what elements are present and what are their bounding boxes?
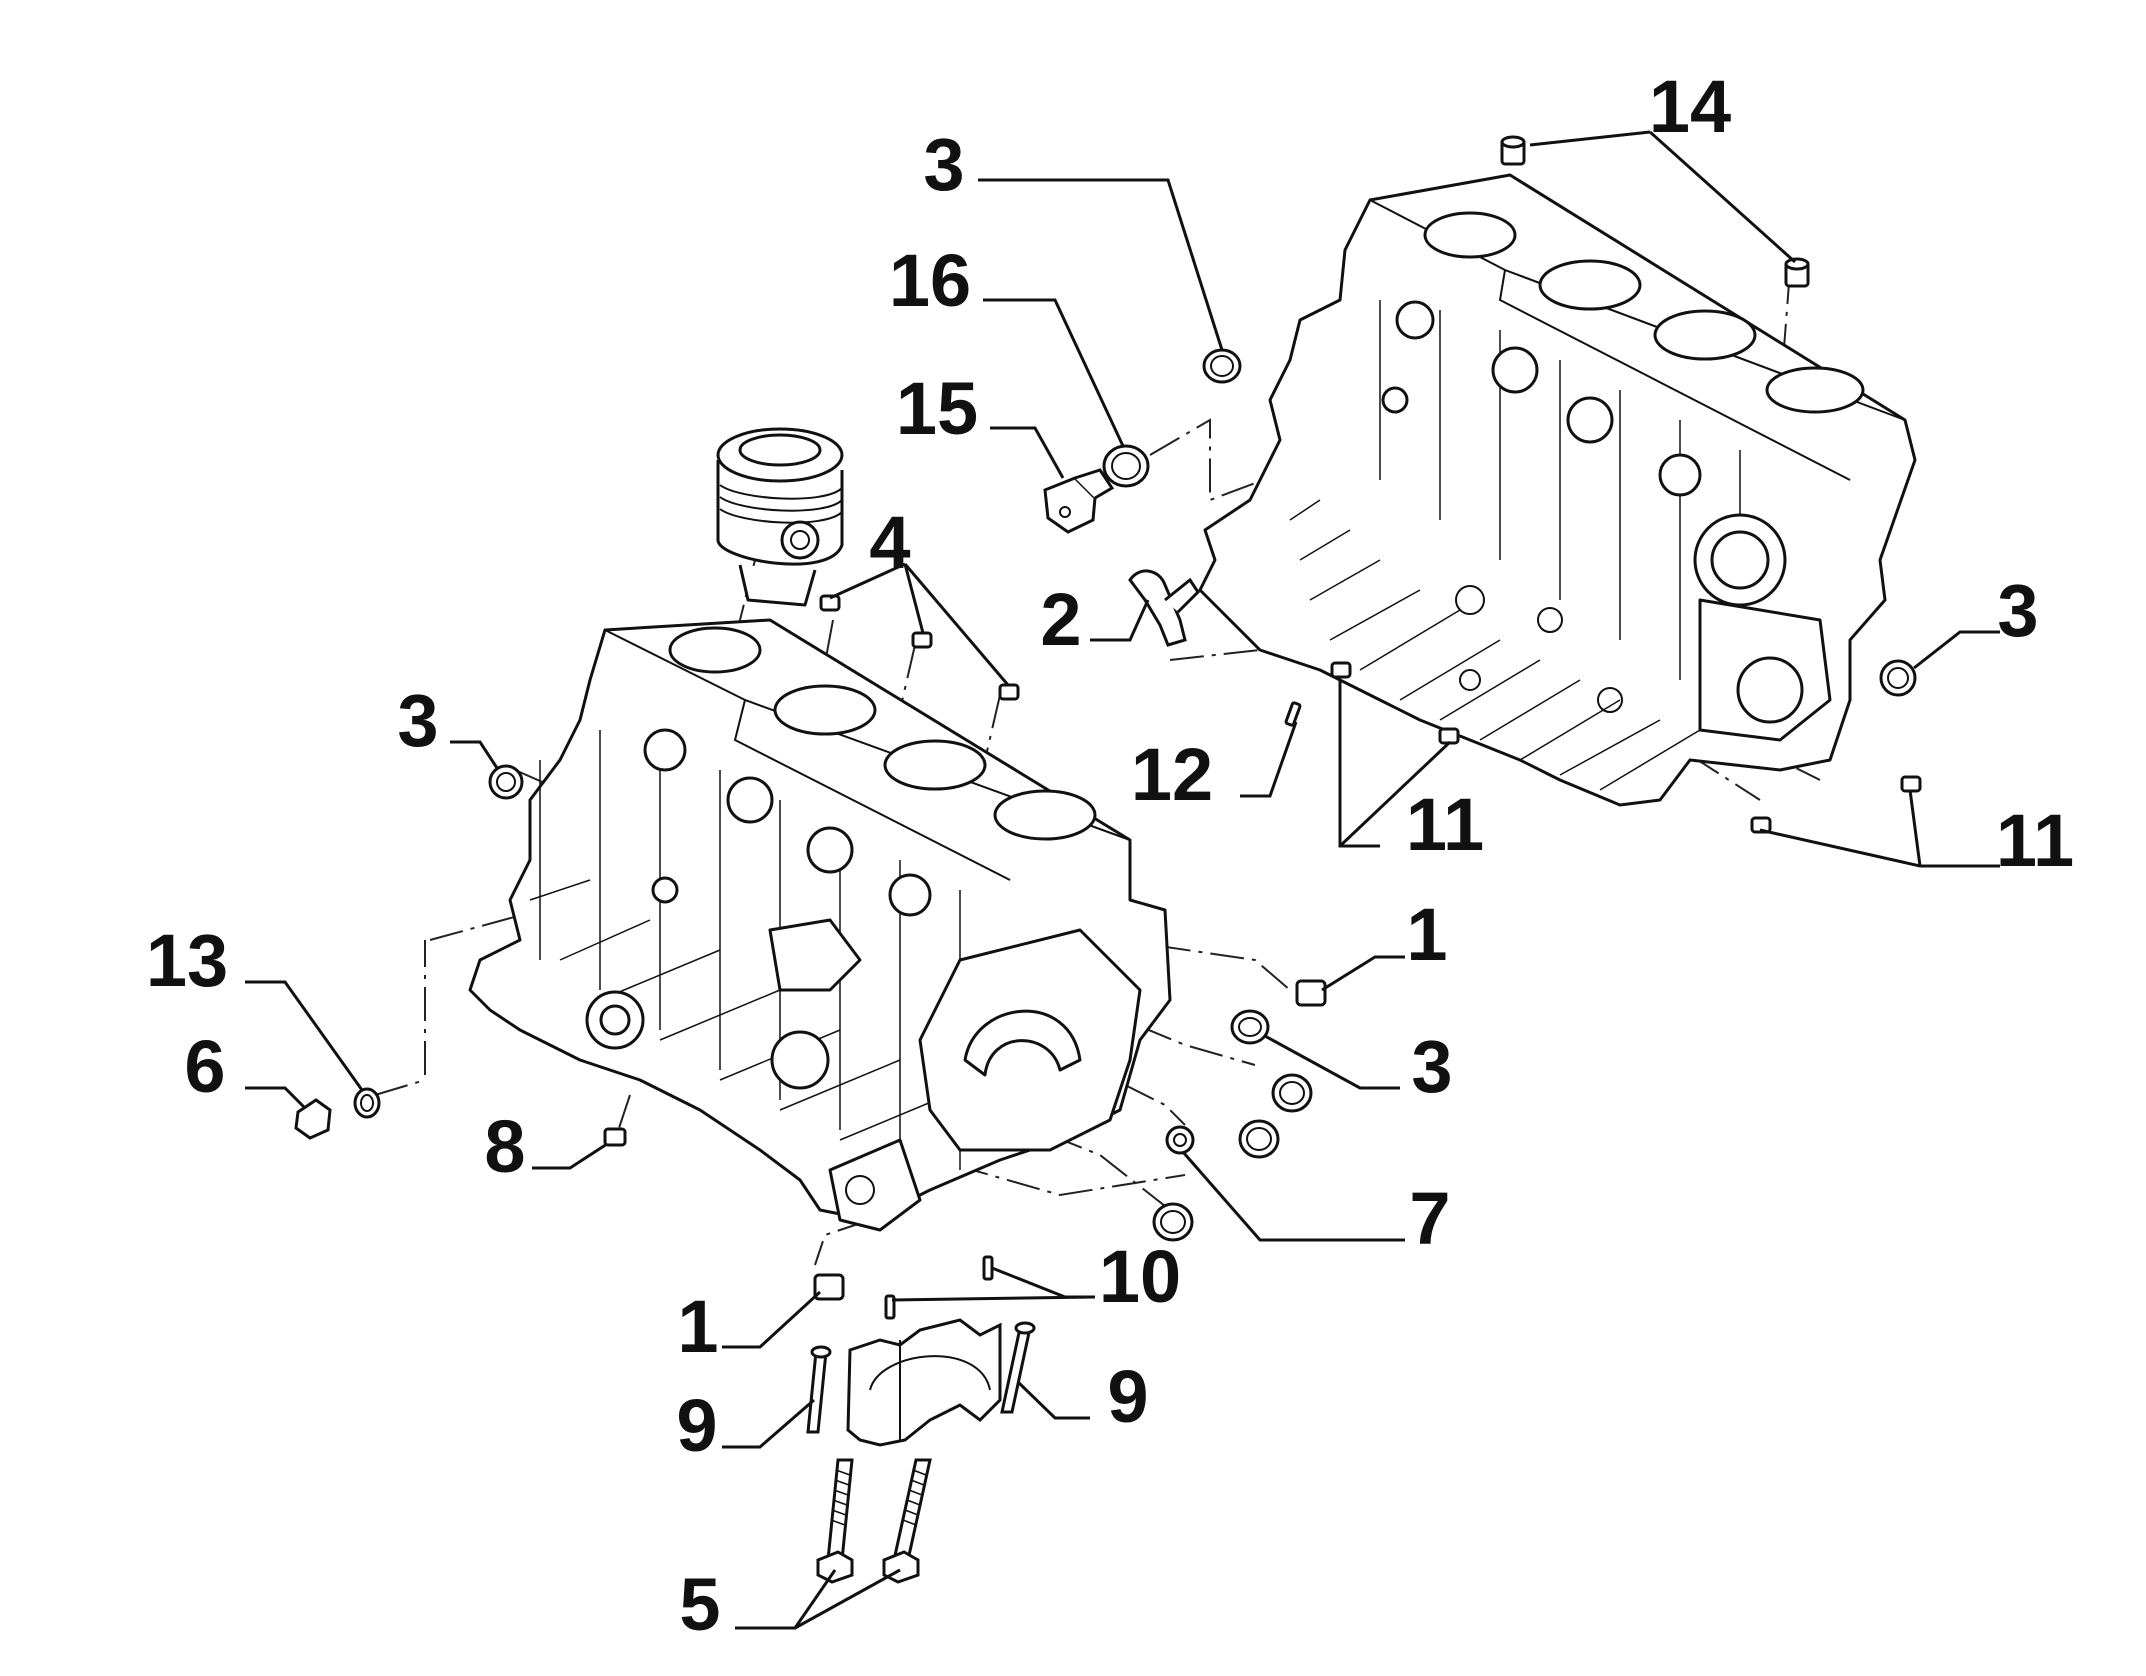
small-parts xyxy=(294,135,1922,1584)
seal-ring-3-lower xyxy=(1230,1009,1270,1045)
callout-4: 4 xyxy=(869,501,910,584)
bolt-5-right xyxy=(882,1458,932,1584)
pin-10a xyxy=(982,1255,994,1281)
callout-7: 7 xyxy=(1409,1177,1450,1260)
callout-6: 6 xyxy=(184,1025,225,1108)
callout-1-bottom: 1 xyxy=(677,1285,718,1368)
callout-16: 16 xyxy=(889,239,971,322)
callout-1-right: 1 xyxy=(1406,893,1447,976)
dowel-11c xyxy=(1750,816,1772,834)
plug-6 xyxy=(294,1098,332,1140)
engine-block-rear-view xyxy=(1198,173,1917,807)
callout-2: 2 xyxy=(1040,578,1081,661)
washer-16 xyxy=(1102,444,1150,488)
callout-8: 8 xyxy=(484,1105,525,1188)
callout-3-right: 3 xyxy=(1997,569,2038,652)
dowel-4c xyxy=(998,683,1020,701)
seal-ring-3-top xyxy=(1202,348,1242,384)
oil-jet-2 xyxy=(1128,569,1187,647)
callout-3-left: 3 xyxy=(397,679,438,762)
seal-ring-3-right xyxy=(1879,659,1917,697)
engine-block-front-view xyxy=(468,618,1172,1232)
callout-15: 15 xyxy=(896,367,978,450)
washer-13 xyxy=(353,1087,381,1119)
bolt-5-left xyxy=(816,1458,854,1584)
dowel-11d xyxy=(1900,775,1922,793)
callout-labels: 14 3 16 15 4 2 3 3 12 11 11 1 13 3 6 8 7… xyxy=(146,65,2074,1646)
dowel-11a xyxy=(1330,661,1352,679)
dowel-11b xyxy=(1438,727,1460,745)
stud-9-left xyxy=(806,1350,828,1434)
pin-10b xyxy=(884,1294,896,1320)
callout-10: 10 xyxy=(1099,1235,1181,1318)
stud-9-right xyxy=(1000,1326,1032,1414)
dowel-1-bottom xyxy=(813,1273,845,1301)
dowel-4a xyxy=(819,594,841,612)
callout-11-b: 11 xyxy=(1996,799,2074,882)
seal-ring-7 xyxy=(1165,1125,1195,1155)
callout-9-left: 9 xyxy=(676,1384,717,1467)
piston xyxy=(716,427,844,607)
callout-3-lower: 3 xyxy=(1411,1025,1452,1108)
leader-lines xyxy=(245,130,2000,1630)
callout-5: 5 xyxy=(679,1563,720,1646)
dowel-1-right xyxy=(1295,979,1327,1007)
callout-12: 12 xyxy=(1131,733,1213,816)
callout-9-right: 9 xyxy=(1107,1355,1148,1438)
seal-ring-c xyxy=(1152,1202,1194,1242)
seal-ring-b xyxy=(1238,1119,1280,1159)
seal-ring-3-left xyxy=(488,764,524,800)
callout-3-top: 3 xyxy=(923,123,964,206)
pin-12 xyxy=(1284,701,1302,727)
main-bearing-cap xyxy=(846,1318,1002,1447)
dowel-4b xyxy=(911,631,933,649)
callout-13: 13 xyxy=(146,919,228,1002)
callout-14: 14 xyxy=(1649,65,1731,148)
callout-11-a: 11 xyxy=(1406,783,1484,866)
seal-ring-a xyxy=(1271,1073,1313,1113)
dowel-8 xyxy=(603,1127,627,1147)
